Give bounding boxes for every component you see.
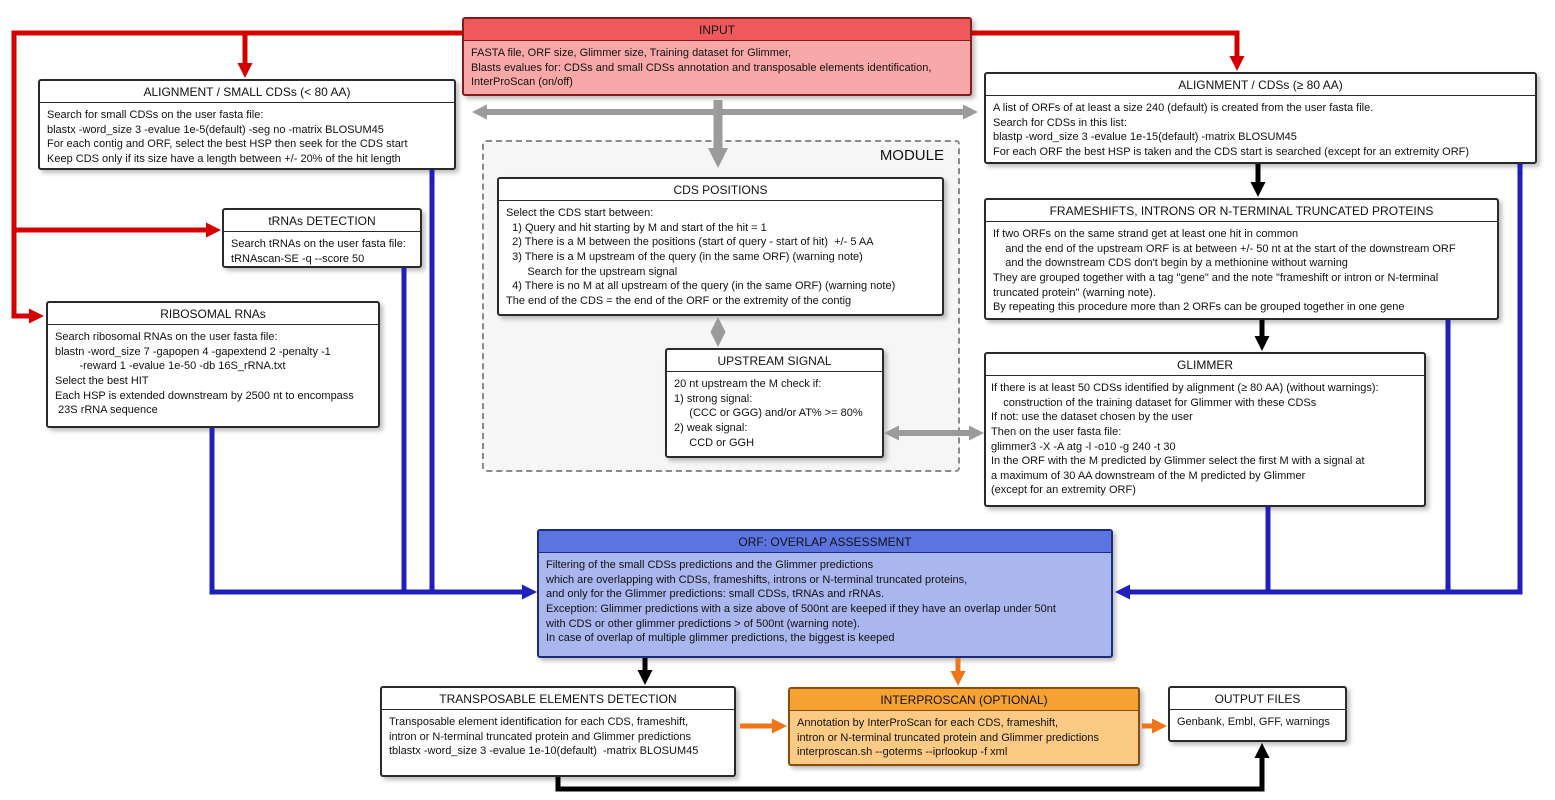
module-label: MODULE [879, 147, 944, 164]
box-overlap-assessment-body: Filtering of the small CDSs predictions … [546, 559, 1056, 645]
box-alignment-small-cds: ALIGNMENT / SMALL CDSs (< 80 AA) Search … [38, 79, 456, 170]
box-transposable-elements-body: Transposable element identification for … [389, 716, 699, 758]
box-interproscan: INTERPROSCAN (OPTIONAL) Annotation by In… [788, 687, 1140, 766]
arrow-input-to-ribosomal-rna [11, 30, 462, 324]
arrow-input-to-alignment-cds [972, 30, 1245, 71]
box-upstream-signal-title: UPSTREAM SIGNAL [667, 350, 882, 372]
box-trna-detection-title: tRNAs DETECTION [224, 210, 420, 232]
box-frameshifts: FRAMESHIFTS, INTRONS OR N-TERMINAL TRUNC… [984, 198, 1499, 320]
box-input-body: FASTA file, ORF size, Glimmer size, Trai… [471, 47, 932, 89]
box-glimmer-title: GLIMMER [986, 354, 1424, 376]
box-trna-detection-body: Search tRNAs on the user fasta file: tRN… [231, 238, 406, 265]
box-interproscan-title: INTERPROSCAN (OPTIONAL) [790, 689, 1138, 711]
box-ribosomal-rna-title: RIBOSOMAL RNAs [48, 303, 378, 325]
box-alignment-small-cds-body: Search for small CDSs on the user fasta … [47, 109, 408, 165]
box-overlap-assessment-title: ORF: OVERLAP ASSESSMENT [539, 531, 1111, 553]
box-alignment-small-cds-title: ALIGNMENT / SMALL CDSs (< 80 AA) [40, 81, 454, 103]
box-upstream-signal: UPSTREAM SIGNAL 20 nt upstream the M che… [665, 348, 884, 458]
box-ribosomal-rna-body: Search ribosomal RNAs on the user fasta … [55, 331, 354, 417]
box-alignment-cds-title: ALIGNMENT / CDSs (≥ 80 AA) [986, 74, 1535, 96]
box-trna-detection: tRNAs DETECTION Search tRNAs on the user… [222, 208, 422, 268]
box-alignment-cds: ALIGNMENT / CDSs (≥ 80 AA) A list of ORF… [984, 72, 1537, 164]
box-output-files: OUTPUT FILES Genbank, Embl, GFF, warning… [1168, 686, 1347, 742]
box-ribosomal-rna: RIBOSOMAL RNAs Search ribosomal RNAs on … [46, 301, 380, 428]
box-interproscan-body: Annotation by InterProScan for each CDS,… [797, 717, 1100, 759]
box-input: INPUT FASTA file, ORF size, Glimmer size… [462, 17, 972, 96]
box-cds-positions-title: CDS POSITIONS [499, 179, 942, 201]
box-output-files-title: OUTPUT FILES [1170, 688, 1345, 710]
box-glimmer: GLIMMER If there is at least 50 CDSs ide… [984, 352, 1426, 507]
box-transposable-elements: TRANSPOSABLE ELEMENTS DETECTION Transpos… [380, 686, 736, 777]
box-glimmer-body: If there is at least 50 CDSs identified … [991, 382, 1379, 497]
box-input-title: INPUT [464, 19, 970, 41]
box-alignment-cds-body: A list of ORFs of at least a size 240 (d… [993, 102, 1470, 158]
box-output-files-body: Genbank, Embl, GFF, warnings [1177, 716, 1330, 728]
box-cds-positions: CDS POSITIONS Select the CDS start betwe… [497, 177, 944, 316]
box-cds-positions-body: Select the CDS start between: 1) Query a… [506, 207, 896, 307]
box-overlap-assessment: ORF: OVERLAP ASSESSMENT Filtering of the… [537, 529, 1113, 658]
box-transposable-elements-title: TRANSPOSABLE ELEMENTS DETECTION [382, 688, 734, 710]
box-frameshifts-body: If two ORFs on the same strand get at le… [993, 228, 1456, 314]
box-upstream-signal-body: 20 nt upstream the M check if: 1) strong… [674, 378, 863, 449]
box-frameshifts-title: FRAMESHIFTS, INTRONS OR N-TERMINAL TRUNC… [986, 200, 1497, 222]
